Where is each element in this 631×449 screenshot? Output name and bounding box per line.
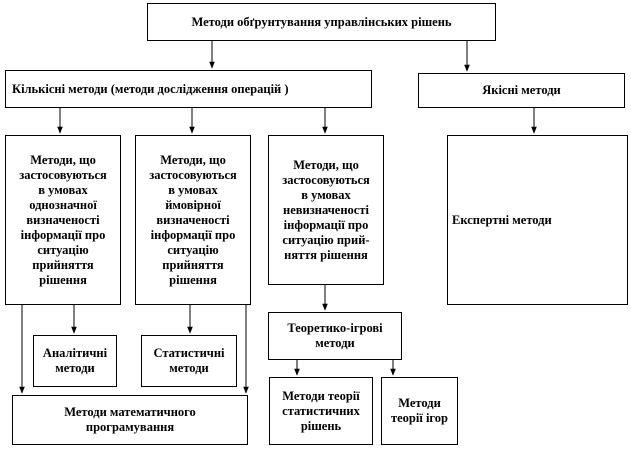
node-expert-label: Експертні методи <box>452 212 552 227</box>
node-math-programming: Методи математичного програмування <box>12 395 248 445</box>
node-statistical-decisions: Методи теорії статистичних рішень <box>269 377 373 445</box>
node-analytical-label: Аналітичні методи <box>42 346 108 375</box>
node-game-theory-label: Методи теорії ігор <box>390 396 448 425</box>
node-analytical: Аналітичні методи <box>33 335 117 387</box>
node-game-theoretic-label: Теоретико-ігрові методи <box>287 321 383 350</box>
node-expert: Експертні методи <box>447 135 628 305</box>
node-probabilistic: Методи, що застосовуються в умовах ймові… <box>135 135 251 305</box>
node-certainty-label: Методи, що застосовуються в умовах одноз… <box>19 152 107 287</box>
node-quantitative-label: Кількісні методи (методи дослідження опе… <box>12 81 289 96</box>
node-math-programming-label: Методи математичного програмування <box>64 405 196 434</box>
node-uncertainty-label: Методи, що застосовуються в умовах невиз… <box>282 157 370 262</box>
node-statistical-decisions-label: Методи теорії статистичних рішень <box>282 388 360 433</box>
node-qualitative-label: Якісні методи <box>482 83 561 97</box>
node-quantitative: Кількісні методи (методи дослідження опе… <box>5 70 372 108</box>
node-statistical-label: Статистичні методи <box>153 346 225 375</box>
node-qualitative: Якісні методи <box>418 73 625 108</box>
node-game-theory: Методи теорії ігор <box>381 377 458 445</box>
node-game-theoretic: Теоретико-ігрові методи <box>268 312 402 360</box>
node-statistical: Статистичні методи <box>141 335 237 387</box>
node-root: Методи обґрунтування управлінських рішен… <box>147 3 496 41</box>
node-root-label: Методи обґрунтування управлінських рішен… <box>191 14 452 29</box>
node-certainty: Методи, що застосовуються в умовах одноз… <box>5 135 121 305</box>
node-probabilistic-label: Методи, що застосовуються в умовах ймові… <box>149 152 237 287</box>
node-uncertainty: Методи, що застосовуються в умовах невиз… <box>268 135 384 285</box>
